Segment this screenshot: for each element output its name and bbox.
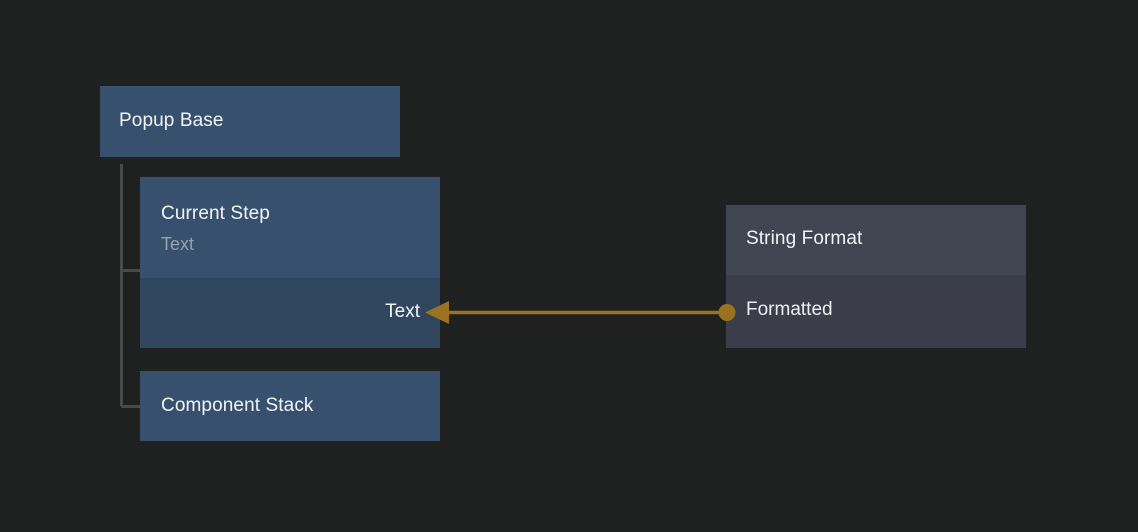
node-component-stack[interactable]: Component Stack bbox=[140, 371, 440, 441]
node-component-stack-title: Component Stack bbox=[161, 395, 314, 416]
input-pin-text[interactable]: Text bbox=[385, 301, 420, 322]
node-string-format-title: String Format bbox=[746, 228, 863, 249]
node-current-step[interactable]: Current Step Text Text bbox=[140, 177, 440, 348]
node-current-step-subtitle: Text bbox=[161, 234, 195, 254]
node-current-step-body: Text bbox=[140, 278, 440, 348]
node-string-format-body: Formatted bbox=[726, 275, 1026, 348]
node-string-format-header: String Format bbox=[726, 205, 1026, 275]
node-popup-base-header: Popup Base bbox=[100, 86, 400, 157]
node-component-stack-header: Component Stack bbox=[140, 371, 440, 441]
output-pin-formatted[interactable]: Formatted bbox=[746, 299, 833, 320]
node-current-step-title: Current Step bbox=[161, 203, 270, 224]
node-string-format[interactable]: String Format Formatted bbox=[726, 205, 1026, 348]
node-popup-base[interactable]: Popup Base bbox=[100, 86, 400, 157]
node-current-step-header: Current Step Text bbox=[140, 177, 440, 278]
node-popup-base-title: Popup Base bbox=[119, 110, 224, 131]
